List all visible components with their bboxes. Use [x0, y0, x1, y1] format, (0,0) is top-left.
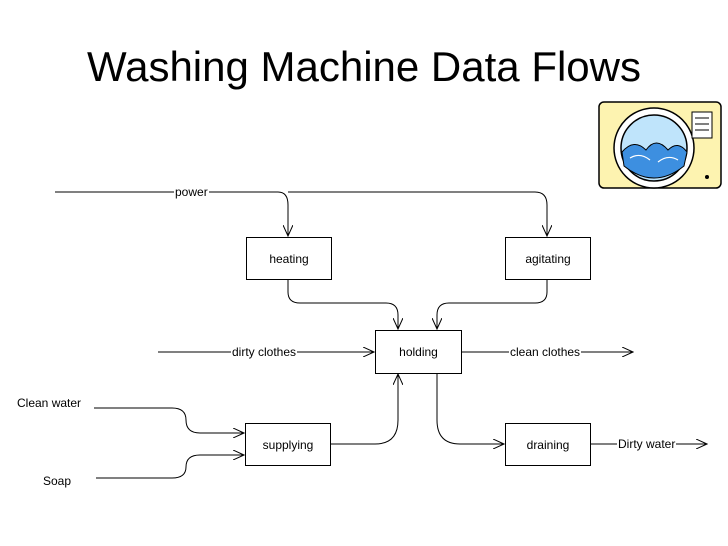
supplying-process: supplying — [245, 423, 331, 466]
arrow-heating-holding — [287, 280, 398, 329]
clean-clothes-flow-label: clean clothes — [509, 345, 582, 359]
arrow-supplying-holding — [330, 374, 398, 445]
supplying-label: supplying — [262, 437, 314, 452]
soap-source-label: Soap — [42, 474, 73, 488]
agitating-label: agitating — [525, 251, 571, 266]
holding-label: holding — [399, 345, 438, 359]
arrow-clean-water — [94, 407, 244, 433]
dirty-clothes-flow-label: dirty clothes — [231, 345, 298, 359]
slide-title: Washing Machine Data Flows — [87, 43, 641, 90]
dirty-water-flow-label: Dirty water — [617, 437, 677, 451]
heating-label: heating — [269, 251, 309, 266]
arrow-power-agitating — [288, 191, 547, 236]
draining-process: draining — [505, 423, 591, 466]
heating-process: heating — [246, 237, 332, 280]
clean-water-source-label: Clean water — [16, 396, 83, 410]
holding-process: holding — [375, 330, 462, 374]
agitating-process: agitating — [505, 237, 591, 280]
arrow-power — [55, 191, 288, 236]
draining-label: draining — [526, 437, 570, 452]
arrow-agitating-holding — [437, 280, 548, 329]
arrow-soap — [96, 455, 244, 479]
power-flow-label: power — [174, 185, 209, 199]
arrow-holding-draining — [436, 374, 504, 444]
